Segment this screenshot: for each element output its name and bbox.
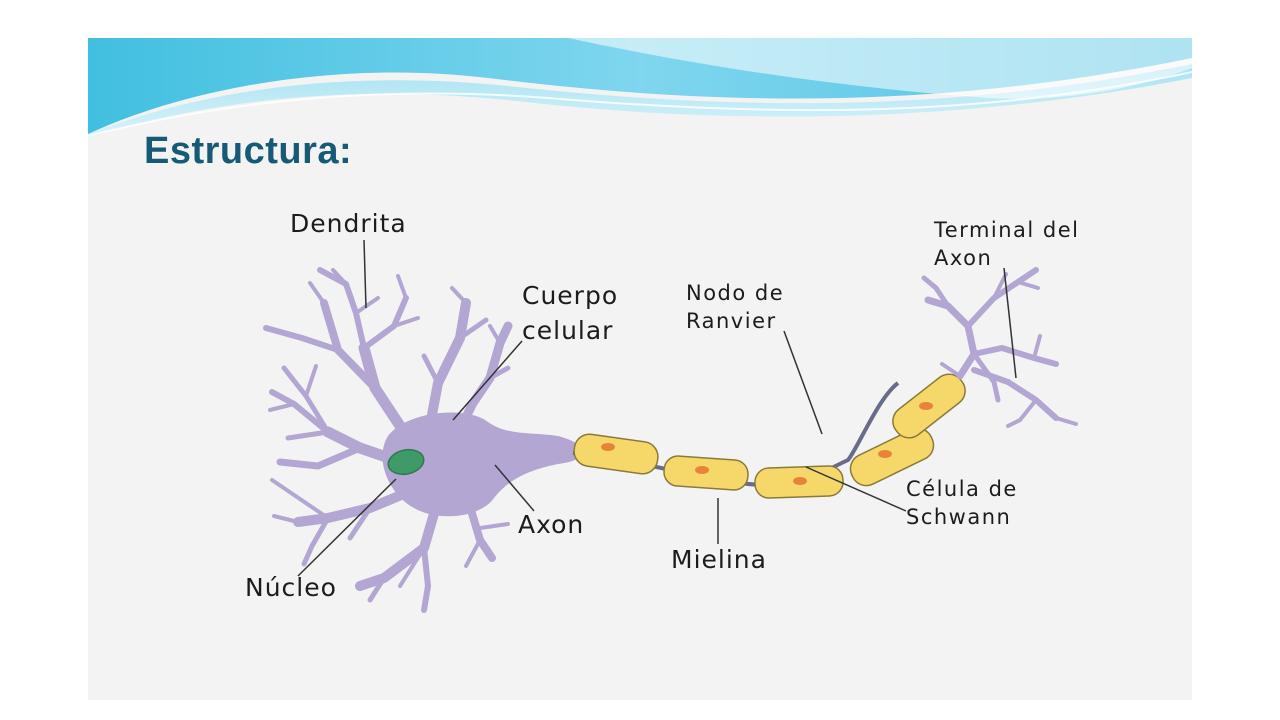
leader-lines xyxy=(297,239,1017,577)
label-mielina: Mielina xyxy=(671,545,767,574)
label-nucleo: Núcleo xyxy=(245,573,337,602)
neuron-dendrites xyxy=(263,267,513,613)
schwann-nuclei xyxy=(601,402,933,485)
nucleus xyxy=(387,448,425,476)
label-nodo-line1: Nodo de xyxy=(686,281,785,305)
neuron-diagram xyxy=(263,239,1078,613)
label-nodo-line2: Ranvier xyxy=(686,309,777,333)
label-axon: Axon xyxy=(518,510,585,539)
cell-body xyxy=(382,412,582,517)
label-terminal-line2: Axon xyxy=(934,246,993,270)
label-celula-line1: Célula de xyxy=(906,477,1018,501)
label-celula-line2: Schwann xyxy=(906,505,1012,529)
label-dendrita: Dendrita xyxy=(290,209,407,238)
header-wave-banner xyxy=(88,38,1192,138)
axon-terminal xyxy=(921,267,1078,428)
slide-title: Estructura: xyxy=(144,130,353,172)
label-cuerpo-line2: celular xyxy=(522,316,614,345)
label-terminal-line1: Terminal del xyxy=(934,218,1080,242)
slide: Estructura: xyxy=(88,38,1192,700)
label-cuerpo-line1: Cuerpo xyxy=(522,281,619,310)
